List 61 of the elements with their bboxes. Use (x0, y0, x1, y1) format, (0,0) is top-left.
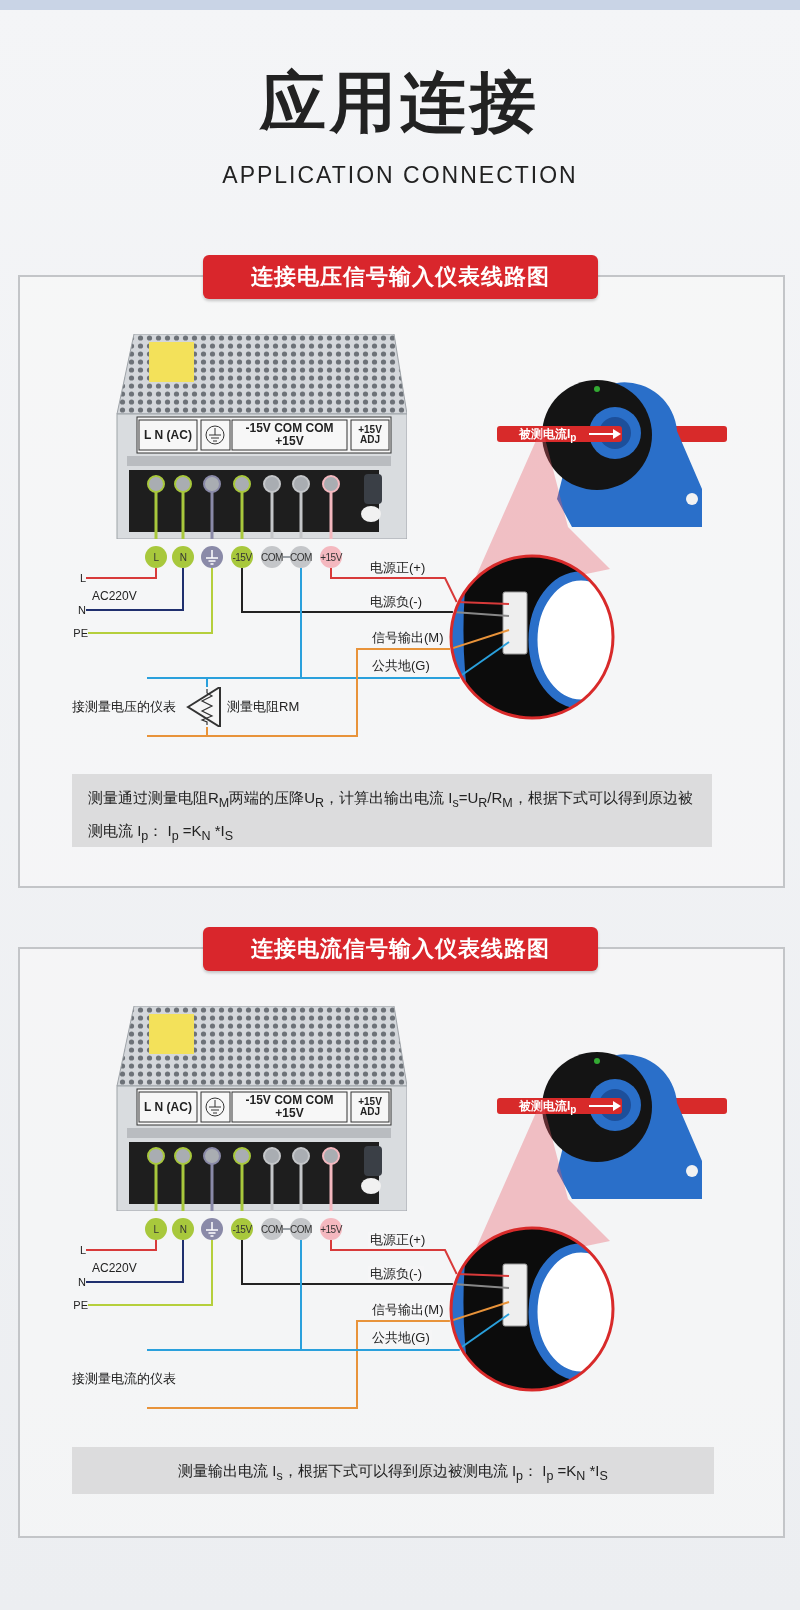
subtitle: APPLICATION CONNECTION (221, 161, 579, 190)
wire-label: PE (66, 1297, 88, 1313)
wire (146, 1349, 461, 1351)
edge-label: 信号输出(M) (370, 630, 446, 646)
wire (85, 567, 184, 611)
voltage-label: AC220V (92, 588, 137, 604)
edge-label: 信号输出(M) (370, 1302, 446, 1318)
wire (241, 1239, 454, 1285)
terminal-marker: N (172, 1218, 194, 1240)
wire (146, 677, 461, 679)
terminal-strip-label: -15V COM COM +15V (244, 1092, 335, 1122)
voltage-label: AC220V (92, 1260, 137, 1276)
terminal-strip-label: -15V COM COM +15V (244, 420, 335, 450)
wire (330, 567, 458, 603)
meter-label: 接测量电压的仪表 (72, 678, 182, 736)
edge-label: 公共地(G) (370, 658, 432, 674)
terminal-marker: COM (290, 1218, 312, 1240)
wire (85, 567, 157, 579)
edge-label: 公共地(G) (370, 1330, 432, 1346)
terminal-strip-label: L N (AC) (143, 1098, 193, 1116)
edge-label: 电源负(-) (368, 1266, 424, 1282)
note-text: 测量输出电流 I$_{s}$，根据下式可以得到原边被测电流 I$_{p}$： I$_{p}$ =K$_{N}$ *I$_{S}$ (72, 1447, 714, 1494)
terminal-marker: -15V (231, 546, 253, 568)
edge-label: 电源正(+) (368, 1232, 428, 1248)
panel-heading: 连接电压信号输入仪表线路图 (203, 255, 598, 299)
terminal-marker: +15V (320, 546, 342, 568)
terminal-marker: COM (261, 546, 283, 568)
terminal-strip-label: L N (AC) (143, 426, 193, 444)
wire (146, 1320, 451, 1409)
title: 应用连接 (258, 64, 541, 141)
wire (85, 1239, 157, 1251)
wire (330, 1239, 458, 1275)
wire (206, 648, 451, 737)
rod-label: 被测电流I$_{p}$ (519, 1098, 577, 1114)
wire-label: PE (66, 625, 88, 641)
resistor-label: 测量电阻RM (227, 698, 300, 716)
terminal-marker: COM (261, 1218, 283, 1240)
wire (87, 1239, 213, 1306)
edge-label: 电源负(-) (368, 594, 424, 610)
wire (85, 1239, 184, 1283)
wire-label: N (72, 1274, 86, 1290)
meter-label: 接测量电流的仪表 (72, 1350, 182, 1408)
edge-label: 电源正(+) (368, 560, 428, 576)
wire (282, 1228, 291, 1230)
panel-heading: 连接电流信号输入仪表线路图 (203, 927, 598, 971)
terminal-marker: L (145, 1218, 167, 1240)
terminal-marker: +15V (320, 1218, 342, 1240)
note-text: 测量通过测量电阻R$_{M}$两端的压降U$_{R}$，计算出输出电流 I$_{s}$=U$_{R}$/R$_{M}$，根据下式可以得到原边被测电流 I$_{p}$： I$_{p}$ =K$_{N}$ *I$_{S}$ (72, 774, 712, 847)
terminal-marker: N (172, 546, 194, 568)
wire-label: N (72, 602, 86, 618)
rod-label: 被测电流I$_{p}$ (519, 426, 577, 442)
terminal-strip-label: +15V ADJ (357, 422, 383, 447)
wire-label: L (72, 570, 86, 586)
wire (241, 567, 454, 613)
terminal-marker: COM (290, 546, 312, 568)
wire (87, 567, 213, 634)
wire (282, 556, 291, 558)
terminal-strip-label: +15V ADJ (357, 1094, 383, 1119)
terminal-marker: L (145, 546, 167, 568)
terminal-marker: -15V (231, 1218, 253, 1240)
wire-label: L (72, 1242, 86, 1258)
